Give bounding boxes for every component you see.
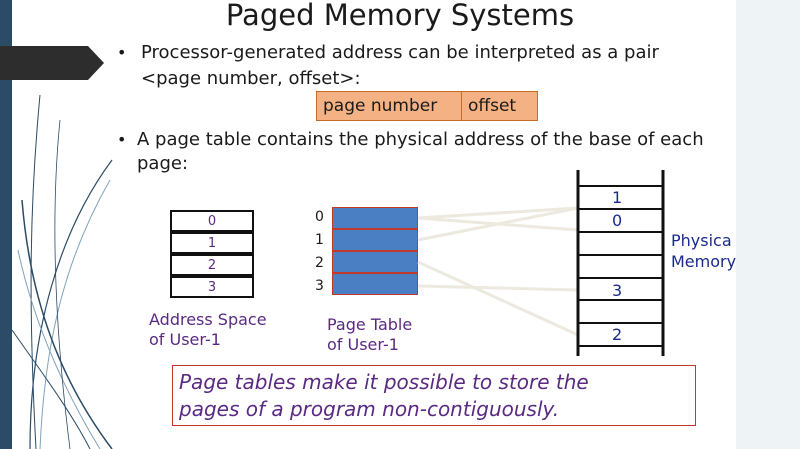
slide-title: Paged Memory Systems [225,0,575,32]
page-table-entry [332,251,418,273]
memory-frame-label: 1 [612,188,623,207]
slide-canvas [118,0,736,449]
page-table-index: 3 [315,278,324,294]
note-line1: Page tables make it possible to store th… [179,370,589,394]
page-table-entry [332,229,418,251]
address-space-caption-line1: Address Space [149,310,267,329]
right-margin [736,0,800,449]
bullet-icon: • [117,43,127,62]
page-table-index: 0 [315,209,324,225]
address-space-cell: 3 [170,276,254,298]
address-space-cell: 0 [170,210,254,232]
page-number-field: page number [316,91,462,121]
physical-memory-caption-line2: Memory [671,252,737,271]
bullet-icon: • [117,130,127,149]
page-table-entry [332,273,418,295]
page-table-caption-line2: of User-1 [327,335,399,354]
bullet1-line1: Processor-generated address can be inter… [141,42,659,63]
memory-frame-label: 2 [612,325,623,344]
left-accent-bar [0,0,12,449]
memory-frame-label: 0 [612,211,623,230]
page-table-index: 1 [315,232,324,248]
memory-frame-label: 3 [612,281,623,300]
note-box: Page tables make it possible to store th… [172,365,696,426]
bullet2-line2: page: [137,153,189,174]
page-table-caption-line1: Page Table [327,315,413,334]
bullet2-line1: A page table contains the physical addre… [137,129,704,150]
page-table-entry [332,207,418,229]
note-line2: pages of a program non-contiguously. [179,397,560,421]
address-space-cell: 2 [170,254,254,276]
arrow-icon [0,46,104,80]
decorative-curves [11,94,113,449]
address-space-caption-line2: of User-1 [149,330,221,349]
page-table-index: 2 [315,255,324,271]
physical-memory-caption-line1: Physica [671,231,732,250]
bullet1-line2: <page number, offset>: [141,68,361,89]
address-space-cell: 1 [170,232,254,254]
offset-field: offset [461,91,538,121]
